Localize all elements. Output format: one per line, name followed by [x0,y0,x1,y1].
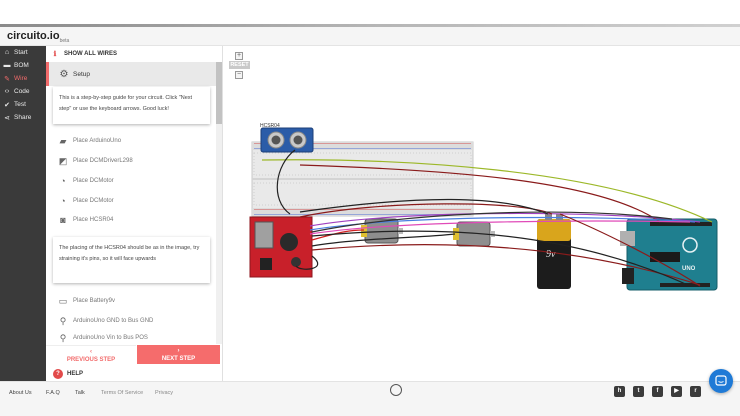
battery-icon: ▭ [58,295,68,306]
help-icon: ? [53,368,63,379]
left-nav: ⌂Start ▬BOM ✎Wire ‹›Code ✔Test ⋖Share [0,46,46,381]
zoom-out-button[interactable]: − [235,71,243,79]
sensor-label: HCSR04 [260,123,280,129]
setup-step[interactable]: ⚙Setup [46,62,217,86]
wrench-icon: ✎ [4,75,10,83]
facebook-icon[interactable]: f [652,386,663,397]
wire-icon: ⚲ [59,333,67,343]
logo[interactable]: circuito.iobeta [7,30,70,45]
footer-link-about[interactable]: About Us [9,390,32,396]
panel-scrollbar[interactable] [216,62,222,344]
circuito-footer-logo-icon [390,384,402,396]
step-place-arduinouno[interactable]: ▰Place ArduinoUno [56,134,122,148]
hackster-icon[interactable]: h [614,386,625,397]
nav-item-bom[interactable]: ▬BOM [0,59,46,72]
driver-icon: ◩ [58,155,68,166]
info-icon: ℹ [53,51,57,58]
nav-item-test[interactable]: ✔Test [0,98,46,111]
footer-link-talk[interactable]: Talk [75,390,85,396]
next-step-button[interactable]: › NEXT STEP [137,345,220,364]
browser-top-strip [0,0,740,27]
step-place-hcsr04[interactable]: ◙Place HCSR04 [56,213,113,227]
code-icon: ‹› [4,88,10,95]
arduino-icon: ▰ [59,135,67,146]
nav-item-wire[interactable]: ✎Wire [0,72,46,85]
nav-item-share[interactable]: ⋖Share [0,111,46,124]
share-icon: ⋖ [4,114,10,122]
wires [261,149,713,287]
sensor-icon: ◙ [60,215,66,225]
nav-item-code[interactable]: ‹›Code [0,85,46,98]
chat-button[interactable] [709,369,733,393]
intro-card: This is a step-by-step guide for your ci… [53,87,210,124]
help-button[interactable]: ?HELP [46,366,223,381]
cart-icon: ▬ [3,62,11,69]
twitter-icon[interactable]: t [633,386,644,397]
note-card: The placing of the HCSR04 should be as i… [53,237,210,283]
arduino-uno[interactable]: UNO [620,218,718,291]
step-place-dcmotor[interactable]: ◔Place DCMotor [56,174,113,188]
progress-strip [0,24,740,27]
app-header: circuito.iobeta [0,27,740,46]
previous-step-button[interactable]: ‹ PREVIOUS STEP [46,345,136,364]
motor-icon: ◔ [60,196,66,206]
nav-item-start[interactable]: ⌂Start [0,46,46,59]
footer: About Us F.A.Q Talk Terms Of Service Pri… [0,381,740,416]
step-place-dcmotor[interactable]: ◔Place DCMotor [56,194,113,208]
scroll-thumb[interactable] [216,62,222,124]
home-icon: ⌂ [4,49,10,56]
battery-label: 9v [546,249,556,260]
youtube-icon[interactable]: ▶ [671,386,682,397]
chat-icon [715,375,727,386]
motor-icon: ◔ [60,176,66,186]
arduino-label: UNO [682,266,696,272]
footer-link-faq[interactable]: F.A.Q [46,390,60,396]
reset-button[interactable]: RESET [229,61,250,69]
reddit-icon[interactable]: r [690,386,701,397]
hcsr04-sensor[interactable]: HCSR04 [260,123,314,153]
step-wire-gnd[interactable]: ⚲ArduinoUno GND to Bus GND [56,314,154,328]
step-place-dcmdriver[interactable]: ◩Place DCMDriverL298 [56,154,133,168]
check-icon: ✔ [4,101,10,109]
step-place-battery[interactable]: ▭Place Battery9v [56,294,115,308]
gear-icon: ⚙ [59,68,69,80]
l298-motor-driver[interactable] [249,216,313,278]
wire-icon: ⚲ [59,315,67,326]
footer-link-privacy[interactable]: Privacy [155,390,174,396]
zoom-in-button[interactable]: + [235,52,243,60]
battery-9v[interactable]: 9v [537,214,571,289]
footer-link-terms[interactable]: Terms Of Service [101,390,144,396]
step-wire-vin[interactable]: ⚲ArduinoUno Vin to Bus POS [56,333,148,343]
